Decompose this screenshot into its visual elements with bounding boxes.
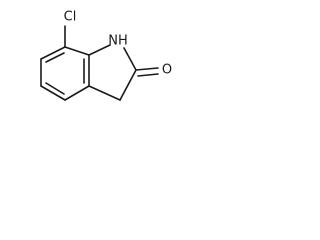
double-bond-c4-c3a-inner — [45, 82, 65, 95]
bond-c4-c3a — [40, 85, 66, 101]
bond-c3-c3a — [88, 85, 121, 101]
bond-c7a-n1 — [88, 44, 111, 56]
molecule-structure: Cl NH O — [40, 10, 172, 101]
carbonyl-bond — [135, 67, 159, 77]
bond-c7-c6 — [64, 46, 90, 56]
benzene-ring — [40, 46, 90, 101]
bond-c3a-c7a — [64, 85, 90, 101]
bond-c2-o-2 — [137, 73, 159, 77]
bond-c2-c3 — [119, 69, 137, 101]
atom-label-o: O — [162, 63, 172, 78]
atom-label-nh: NH — [108, 34, 128, 49]
lactam-ring — [88, 44, 137, 101]
bond-c2-o-1 — [135, 67, 159, 71]
bond-n1-c2 — [123, 47, 137, 71]
atom-label-cl: Cl — [64, 10, 77, 25]
double-bond-c6-c5-inner — [45, 52, 65, 63]
bond-c6-c5 — [40, 46, 66, 60]
